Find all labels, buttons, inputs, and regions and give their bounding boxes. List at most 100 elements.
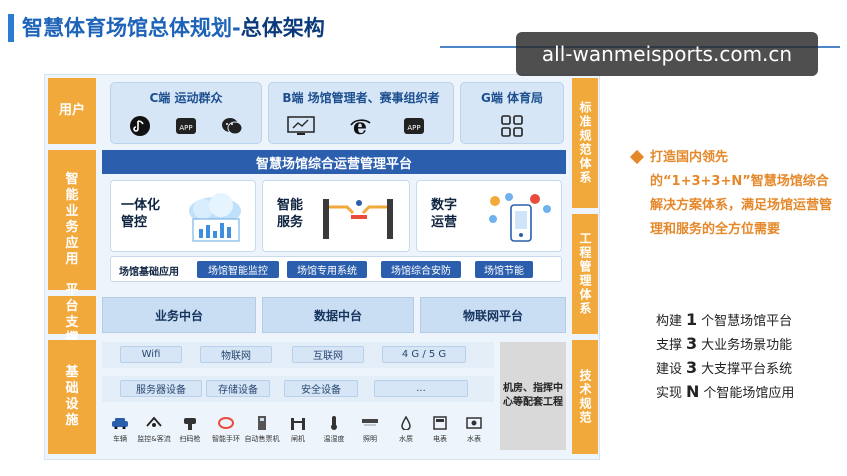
monitor-icon — [287, 115, 315, 137]
app-card-digital-ops: 数字 运营 — [416, 180, 562, 252]
stat-num: 3 — [686, 358, 698, 377]
device-label: 照明 — [363, 435, 377, 443]
device-label: 水表 — [467, 435, 481, 443]
device-vehicle: 车辆 — [102, 416, 138, 444]
device-label: 自动售票机 — [244, 435, 280, 443]
app-label-line2: 管控 — [121, 215, 148, 230]
app-label-line1: 一体化 — [121, 198, 161, 213]
stat-post: 大业务场景功能 — [701, 338, 793, 353]
water-meter-icon — [465, 416, 483, 430]
camera-icon — [145, 416, 163, 430]
watermark-banner: all-wanmeisports.com.cn — [516, 32, 818, 76]
stat-num: 3 — [686, 334, 698, 353]
light-icon — [361, 416, 379, 430]
user-title-c: C端 运动群众 — [149, 91, 223, 105]
side-label-users: 用户 — [48, 78, 96, 144]
device-electric-meter: 电表 — [422, 416, 458, 444]
mobile-analytics-icon — [483, 189, 559, 249]
infra-servers: 服务器设备 — [120, 380, 202, 397]
car-icon — [111, 416, 129, 430]
svg-text:APP: APP — [407, 124, 420, 132]
user-title-b: B端 场馆管理者、赛事组织者 — [282, 91, 440, 105]
headline-text: 打造国内领先的“1+3+3+N”智慧场馆综合解决方案体系，满足场馆运营管理和服务… — [650, 150, 833, 237]
stat-post: 个智能场馆应用 — [703, 386, 795, 401]
chip-energy-saving: 场馆节能 — [475, 261, 533, 278]
app-icon-b: APP — [403, 115, 425, 137]
device-thermo: 温湿度 — [316, 416, 352, 444]
device-water-quality: 水质 — [388, 416, 424, 444]
chip-smart-monitoring: 场馆智能监控 — [197, 261, 279, 278]
infra-4g5g: 4 G / 5 G — [382, 346, 466, 363]
user-box-g: G端 体育局 — [460, 82, 564, 144]
app-label-line2: 运营 — [431, 215, 458, 230]
app-label-line1: 智能 — [277, 198, 304, 213]
infra-storage: 存储设备 — [206, 380, 270, 397]
thermometer-icon — [325, 416, 343, 430]
app-card-smart-service: 智能 服务 — [262, 180, 410, 252]
app-icon: APP — [175, 115, 197, 137]
side-label-engineering: 工程管理体系 — [572, 214, 598, 334]
stat-pre: 支撑 — [656, 338, 683, 353]
device-label: 电表 — [433, 435, 447, 443]
app-label-line2: 服务 — [277, 215, 304, 230]
turnstile-gate-icon — [317, 193, 401, 247]
page-title-sub: 总体架构 — [240, 16, 325, 40]
infra-security-devices: 安全设备 — [284, 380, 358, 397]
chip-integrated-security: 场馆综合安防 — [381, 261, 461, 278]
device-label: 车辆 — [113, 435, 127, 443]
cloud-dashboard-icon — [175, 191, 251, 249]
side-label-infra: 基础设施 — [48, 340, 96, 454]
infra-internet: 互联网 — [292, 346, 364, 363]
device-label: 监控&客流 — [137, 435, 171, 443]
grid-apps-icon — [501, 115, 523, 137]
device-label: 扫码枪 — [179, 435, 201, 443]
device-label: 闸机 — [291, 435, 305, 443]
basic-apps-label: 场馆基础应用 — [119, 267, 179, 278]
stat-num: N — [686, 382, 700, 401]
side-label-tech: 技术规范 — [572, 340, 598, 454]
support-business-platform: 业务中台 — [102, 297, 256, 333]
infra-network-row: Wifi 物联网 互联网 4 G / 5 G — [102, 342, 494, 368]
basic-apps-row: 场馆基础应用 场馆智能监控 场馆专用系统 场馆综合安防 场馆节能 — [110, 256, 562, 282]
svg-text:APP: APP — [179, 124, 192, 132]
browser-icon: e — [349, 115, 371, 137]
app-card-integrated-control: 一体化 管控 — [110, 180, 256, 252]
music-app-icon — [129, 115, 151, 137]
water-drop-icon — [397, 416, 415, 430]
device-label: 温湿度 — [323, 435, 345, 443]
infra-wifi: Wifi — [120, 346, 182, 363]
user-box-b: B端 场馆管理者、赛事组织者 e APP — [268, 82, 454, 144]
user-title-g: G端 体育局 — [480, 91, 544, 105]
title-accent-bar — [8, 14, 14, 42]
stat-post: 大支撑平台系统 — [701, 362, 793, 377]
wechat-icon — [221, 115, 243, 137]
device-label: 水质 — [399, 435, 413, 443]
support-iot-platform: 物联网平台 — [420, 297, 566, 333]
chip-dedicated-system: 场馆专用系统 — [287, 261, 367, 278]
side-label-standard: 标准规范体系 — [572, 78, 598, 208]
device-camera: 监控&客流 — [136, 416, 172, 444]
stat-post: 个智慧场馆平台 — [701, 314, 793, 329]
infra-more: ... — [374, 380, 468, 397]
electric-meter-icon — [431, 416, 449, 430]
infra-hardware-row: 服务器设备 存储设备 安全设备 ... — [102, 376, 494, 402]
side-label-apps: 智能业务应用 — [48, 150, 96, 290]
device-label: 智能手环 — [212, 435, 240, 443]
device-water-meter: 水表 — [456, 416, 492, 444]
stat-pre: 实现 — [656, 386, 683, 401]
app-label-line1: 数字 — [431, 198, 458, 213]
gate-icon — [289, 416, 307, 430]
stat-num: 1 — [686, 310, 698, 329]
device-band: 智能手环 — [208, 416, 244, 444]
user-box-c: C端 运动群众 APP — [110, 82, 262, 144]
platform-title-bar: 智慧场馆综合运营管理平台 — [102, 150, 566, 174]
ticket-machine-icon — [253, 416, 271, 430]
svg-text:e: e — [353, 115, 367, 137]
engine-room-box: 机房、指挥中心等配套工程 — [500, 342, 566, 450]
support-data-platform: 数据中台 — [262, 297, 414, 333]
